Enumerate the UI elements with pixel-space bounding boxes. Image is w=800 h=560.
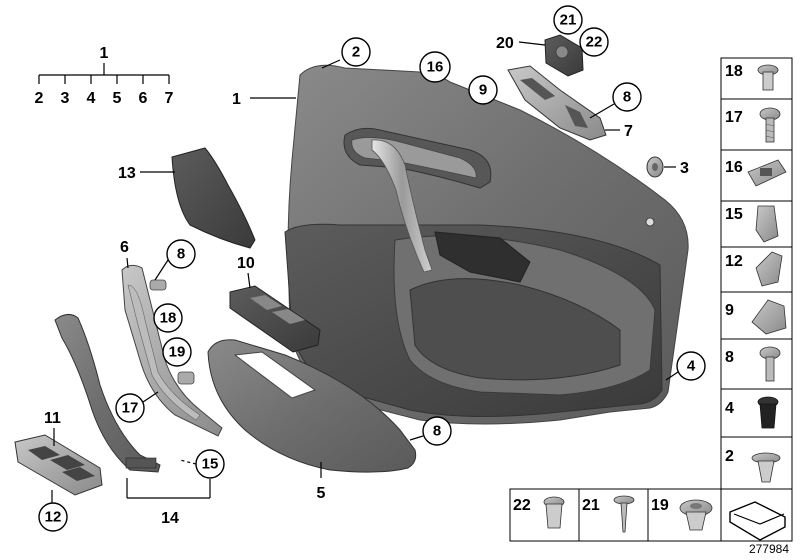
sidebar-label: 17: [725, 109, 743, 126]
sidebar-label: 9: [725, 302, 734, 319]
inner-handle-part: [507, 65, 607, 141]
callout-label: 6: [120, 239, 129, 256]
tree-sub-label: 7: [165, 90, 174, 107]
sidebar-label: 16: [725, 159, 743, 176]
bottom-row-label: 19: [651, 497, 669, 514]
callout-label: 12: [45, 509, 62, 526]
tree-root-label: 1: [100, 45, 109, 62]
callout-label: 10: [237, 255, 255, 272]
sidebar-label: 8: [725, 349, 734, 366]
bottom-row-label: 22: [513, 497, 531, 514]
screw-8-icon: [759, 346, 781, 382]
fastener-bottom-row: 22 21 19: [509, 488, 722, 542]
sidebar-label: 4: [725, 400, 734, 417]
grommet-4-icon: [757, 396, 779, 429]
clip-2-icon: [751, 452, 781, 483]
callout-label: 22: [586, 34, 603, 51]
callout-label: 2: [352, 44, 360, 61]
tree-sub-label: 2: [35, 90, 44, 107]
callout-label: 15: [202, 456, 219, 473]
mirror-switch-part: [544, 34, 584, 77]
callout-label: 19: [169, 344, 186, 361]
callout-label: 18: [160, 310, 177, 327]
callout-label: 1: [232, 91, 241, 108]
callout-label: 8: [177, 246, 185, 263]
speaker-cover-part: [171, 147, 256, 249]
switch-panel-part: [14, 434, 103, 496]
sidebar-label: 15: [725, 206, 743, 223]
clip-9-icon: [751, 299, 787, 335]
callout-label: 16: [427, 59, 444, 76]
callout-label: 14: [161, 510, 179, 527]
screw-17-icon: [759, 107, 781, 143]
clip-16-icon: [747, 159, 787, 187]
callout-labels: 1 2 16 9 20 21 22 8 7 3 4 13: [38, 5, 706, 532]
callout-label: 8: [623, 89, 631, 106]
sidebar-label: 18: [725, 63, 743, 80]
callout-label: 3: [680, 160, 689, 177]
clip-12-icon: [755, 251, 783, 287]
tree-sub-label: 3: [61, 90, 70, 107]
document-id: 277984: [749, 542, 789, 556]
armrest-cover-part: [207, 339, 417, 473]
part-tree: 1 2 3 4 5 6 7: [35, 45, 174, 107]
clip-18-icon: [757, 64, 779, 91]
cover-cap-part: [646, 156, 664, 178]
callout-label: 9: [479, 82, 487, 99]
callout-label: 4: [687, 358, 696, 375]
tree-sub-label: 5: [113, 90, 122, 107]
callout-label: 21: [560, 12, 577, 29]
callout-label: 8: [433, 423, 441, 440]
callout-label: 13: [118, 165, 136, 182]
sidebar-label: 12: [725, 253, 743, 270]
tree-sub-label: 6: [139, 90, 148, 107]
nut-19-icon: [679, 499, 713, 531]
callout-label: 11: [44, 410, 61, 427]
handle-frame-part: [121, 264, 223, 437]
sidebar-label: 2: [725, 448, 734, 465]
clip-22-icon: [543, 496, 565, 529]
callout-label: 5: [317, 485, 326, 502]
wedge-symbol-icon: [729, 501, 786, 541]
armrest-trim-part: [54, 314, 161, 473]
clip-15-icon: [755, 205, 779, 243]
tree-sub-label: 4: [87, 90, 96, 107]
callout-label: 20: [496, 35, 514, 52]
bottom-row-label: 21: [582, 497, 600, 514]
door-trim-panel: [284, 64, 689, 425]
window-switch-part: [229, 285, 321, 353]
callout-label: 17: [122, 400, 139, 417]
screw-21-icon: [613, 495, 635, 533]
fastener-sidebar: 18 17 16 15 12 9 8 4 2: [720, 57, 793, 542]
callout-label: 7: [624, 123, 633, 140]
